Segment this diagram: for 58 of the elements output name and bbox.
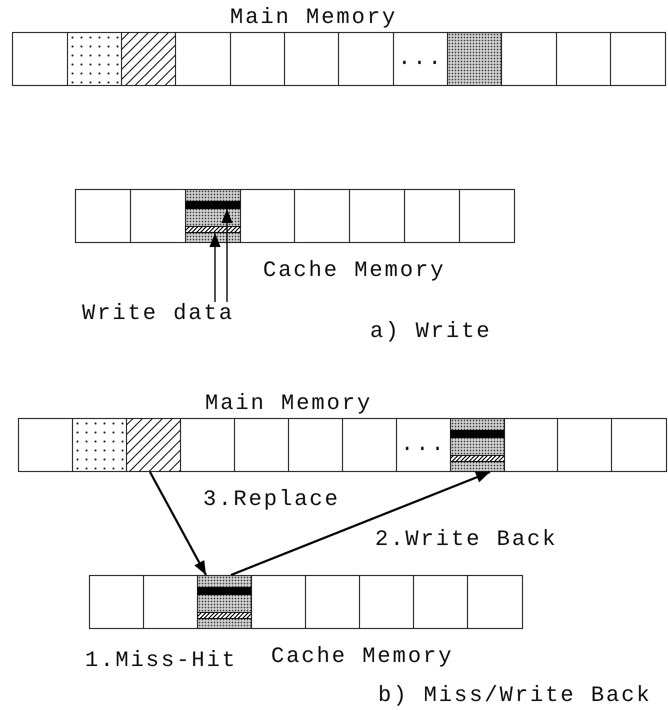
memory-cell <box>18 418 74 472</box>
memory-title: Main Memory <box>230 6 398 30</box>
memory-cell <box>75 189 132 243</box>
data-bar <box>197 587 253 595</box>
arrow <box>209 233 221 302</box>
memory-cell <box>240 189 296 243</box>
data-bar <box>184 226 241 233</box>
memory-cell <box>349 189 406 243</box>
memory-title: Cache Memory <box>263 259 446 283</box>
memory-cell <box>175 32 232 86</box>
memory-cell <box>72 418 128 472</box>
memory-cell <box>450 418 505 472</box>
memory-cell <box>611 418 667 472</box>
memory-cell <box>143 575 199 629</box>
memory-title: Main Memory <box>205 392 372 416</box>
memory-cell <box>413 575 469 629</box>
memory-cell <box>338 32 394 86</box>
caption-text: 1.Miss-Hit <box>85 649 238 673</box>
memory-cell <box>180 418 236 472</box>
arrow <box>149 471 207 576</box>
arrow <box>230 470 490 576</box>
memory-cell <box>12 32 68 86</box>
memory-cell <box>184 189 241 243</box>
memory-cell <box>359 575 415 629</box>
memory-cell <box>288 418 344 472</box>
memory-cell <box>89 575 145 629</box>
caption-text: a) Write <box>370 320 492 344</box>
data-bar <box>197 612 253 619</box>
memory-title: Cache Memory <box>271 645 454 669</box>
memory-cell <box>504 418 559 472</box>
memory-cell <box>557 418 613 472</box>
memory-cell <box>66 32 122 86</box>
memory-cell <box>120 32 177 86</box>
memory-cell <box>294 189 350 243</box>
memory-cell <box>501 32 558 86</box>
memory-cell <box>126 418 182 472</box>
memory-cell: ... <box>396 418 452 472</box>
memory-cell <box>305 575 361 629</box>
memory-cell <box>467 575 523 629</box>
memory-cell <box>234 418 290 472</box>
arrow <box>221 209 233 302</box>
memory-cell: ... <box>392 32 448 86</box>
memory-cell <box>556 32 612 86</box>
memory-cell <box>130 189 186 243</box>
text-label: Write data <box>82 302 234 326</box>
memory-cell <box>342 418 398 472</box>
memory-cell <box>284 32 340 86</box>
memory-cell <box>610 32 666 86</box>
memory-cell <box>458 189 515 243</box>
data-bar <box>450 455 505 462</box>
caption-text: b) Miss/Write Back <box>378 684 652 708</box>
data-bar <box>450 430 505 438</box>
memory-cell <box>230 32 286 86</box>
memory-cell <box>404 189 460 243</box>
memory-cell <box>446 32 503 86</box>
memory-cell <box>197 575 253 629</box>
data-bar <box>184 201 241 209</box>
memory-cell <box>251 575 307 629</box>
